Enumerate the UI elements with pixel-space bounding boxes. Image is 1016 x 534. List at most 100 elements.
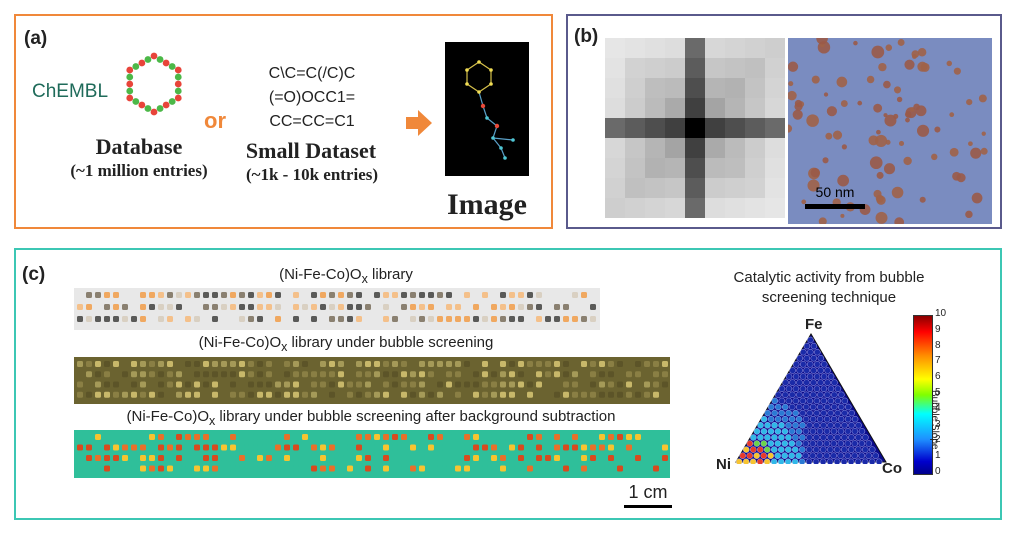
library-spot — [437, 444, 443, 451]
kernel-cell — [645, 138, 665, 158]
ternary-hex-cell — [760, 440, 768, 447]
kernel-cell — [745, 138, 765, 158]
hexagon-dot — [156, 105, 164, 112]
library-spot — [590, 316, 596, 322]
library-spot — [275, 444, 281, 451]
ternary-hex-cell — [756, 458, 764, 464]
nanoparticle — [822, 157, 829, 164]
library-spot — [383, 455, 389, 461]
library-spot — [311, 304, 317, 310]
library-spot — [446, 381, 452, 388]
ternary-hex-cell — [802, 452, 809, 459]
smiles-line-2: (=O)OCC1= — [268, 89, 356, 106]
panel-b: (b) 50 nm — [566, 14, 1002, 229]
kernel-cell — [705, 158, 725, 178]
ternary-hex-cell — [851, 428, 859, 435]
ternary-hex-cell — [743, 446, 750, 453]
library-spot — [527, 465, 533, 472]
or-label: or — [204, 108, 226, 133]
library-spot — [347, 316, 353, 322]
library-spot — [86, 361, 92, 367]
library-spot — [455, 391, 461, 398]
library-spot — [374, 455, 380, 461]
nanoparticle — [893, 86, 902, 94]
nanoparticle — [788, 90, 797, 101]
ternary-hex-cell — [834, 397, 842, 405]
library-spot — [662, 371, 668, 378]
kernel-cell — [705, 78, 725, 98]
library-spot — [104, 391, 110, 398]
library-spot — [383, 371, 389, 378]
ternary-hex-cell — [789, 391, 796, 399]
library-photo-strip — [74, 288, 600, 330]
library-spot — [491, 381, 497, 388]
library-spot — [203, 434, 209, 440]
library-spot — [158, 361, 164, 367]
ternary-hex-cell — [788, 440, 796, 447]
library-spot — [608, 361, 614, 367]
colorbar-tick-label: 8 — [935, 339, 941, 351]
ternary-hex-cell — [817, 391, 824, 399]
library-spot — [545, 434, 551, 440]
library-spot — [176, 391, 182, 398]
nanoparticle — [869, 156, 883, 170]
library-spot — [554, 444, 560, 451]
library-spot — [311, 316, 317, 322]
library-spot — [239, 361, 245, 367]
library-spot — [95, 292, 101, 298]
nanoparticle — [891, 186, 904, 199]
library-spot — [536, 304, 542, 310]
colorbar-tick-label: 6 — [935, 371, 941, 383]
library-spot — [212, 381, 218, 388]
kernel-cell — [685, 58, 705, 78]
library-spot — [563, 371, 569, 378]
nanoparticle — [841, 144, 847, 150]
library-spot — [131, 371, 137, 378]
library-title-2: (Ni-Fe-Co)Ox library under bubble screen… — [136, 334, 556, 354]
library-spot — [86, 292, 92, 298]
nanoparticle — [837, 174, 850, 187]
library-spot — [617, 434, 623, 440]
library-spot — [257, 465, 263, 472]
library-spot — [500, 316, 506, 322]
library-spot — [599, 391, 605, 398]
ternary-hex-cell — [830, 452, 837, 459]
library-spot — [113, 444, 119, 451]
library-spot — [473, 371, 479, 378]
nanoparticle — [884, 114, 897, 127]
kernel-cell — [705, 178, 725, 198]
library-spot — [311, 292, 317, 298]
library-spot — [365, 455, 371, 461]
library-spot — [203, 361, 209, 367]
ternary-hex-cell — [806, 422, 813, 429]
ternary-hex-cell — [798, 458, 806, 464]
library-spot — [257, 434, 263, 440]
library-spot — [104, 381, 110, 388]
nanoparticle — [876, 171, 884, 179]
ternary-hex-cell — [834, 422, 841, 429]
ternary-hex-cell — [848, 409, 855, 417]
library-spot — [401, 361, 407, 367]
ternary-hex-cell — [820, 385, 828, 392]
library-spot — [509, 381, 515, 388]
kernel-cell — [665, 178, 685, 198]
library-spot — [365, 465, 371, 472]
library-spot — [248, 444, 254, 451]
ternary-hex-cell — [817, 379, 824, 386]
library-spot — [185, 316, 191, 322]
library-spot — [284, 371, 290, 378]
library-spot — [194, 465, 200, 472]
ternary-title: Catalytic activity from bubble screening… — [724, 268, 934, 308]
library-spot — [500, 434, 506, 440]
library-spot — [140, 304, 146, 310]
library-spot — [293, 316, 299, 322]
library-spot — [500, 304, 506, 310]
library-spot — [572, 316, 578, 322]
panel-c-label: (c) — [22, 264, 46, 285]
kernel-cell — [605, 58, 625, 78]
ternary-hex-cell — [823, 415, 831, 423]
ternary-hex-cell — [760, 428, 768, 435]
ternary-hex-cell — [778, 409, 785, 417]
library-spot — [212, 361, 218, 367]
